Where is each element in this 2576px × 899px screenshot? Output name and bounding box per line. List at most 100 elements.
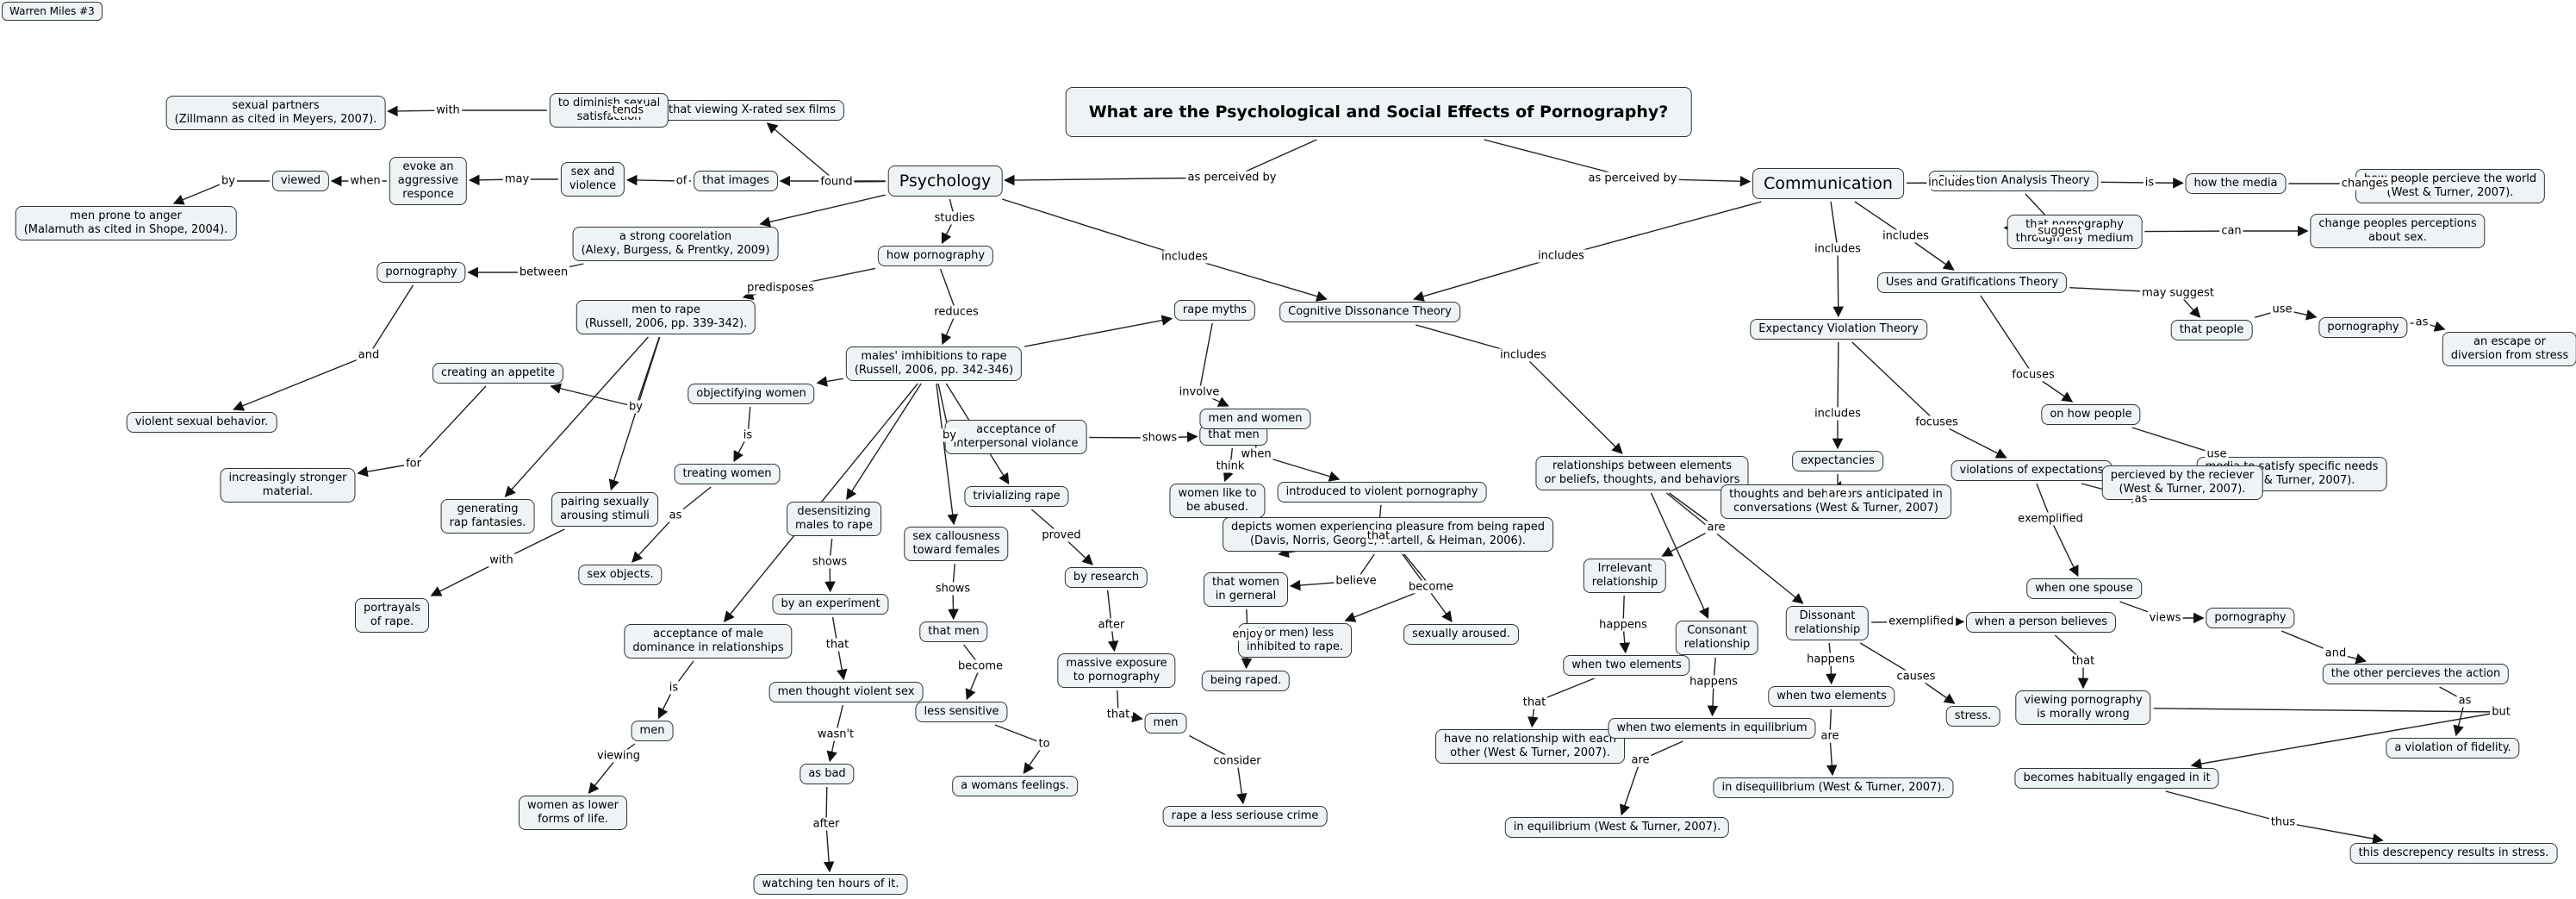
link-label-predisposes: predisposes	[745, 281, 816, 295]
link-label-by-a: by	[220, 174, 237, 188]
node-lower-forms: women as lower forms of life.	[518, 796, 628, 830]
link-label-is-c: is	[2143, 176, 2156, 190]
node-creating-appetite: creating an appetite	[432, 363, 564, 384]
link-label-shows-b: shows	[933, 582, 973, 596]
node-other-perceives: the other percieves the action	[2322, 664, 2510, 684]
node-callousness: sex callousness toward females	[904, 527, 1009, 561]
node-pornography-spouse: pornography	[2206, 608, 2295, 628]
node-men-women: men and women	[1199, 409, 1311, 429]
link-any-medium-to-change-perceptions-start	[2144, 230, 2232, 233]
node-one-spouse: when one spouse	[2026, 578, 2142, 599]
node-increasingly: increasingly stronger material.	[220, 468, 356, 503]
link-label-when-b: when	[1239, 447, 1273, 461]
link-label-believe: believe	[1334, 574, 1378, 588]
node-sex-violence: sex and violence	[560, 162, 625, 197]
link-label-is-a: is	[741, 428, 755, 442]
link-label-focuses-b: focuses	[1913, 415, 1960, 429]
node-descrepency: this descrepency results in stress.	[2349, 843, 2558, 864]
node-that-images: that images	[694, 171, 778, 191]
node-title: What are the Psychological and Social Ef…	[1065, 87, 1692, 137]
link-label-involve: involve	[1177, 385, 1222, 399]
link-label-focuses-a: focuses	[2010, 368, 2056, 382]
node-equilibrium-when: when two elements in equilibrium	[1608, 718, 1816, 739]
node-womans-feelings: a womans feelings.	[952, 776, 1078, 796]
link-habitually-to-descrepency-start	[2165, 790, 2284, 823]
node-uses-grat: Uses and Gratifications Theory	[1876, 272, 2068, 293]
node-men-anger: men prone to anger (Malamuth as cited in…	[15, 206, 237, 240]
link-label-found: found	[818, 175, 855, 189]
node-sex-objects: sex objects.	[578, 565, 663, 585]
link-communication-to-expectancy-end	[1832, 248, 1845, 318]
link-psychology-to-correlation	[759, 194, 886, 228]
link-label-tends: tends	[610, 103, 646, 117]
link-habitually-to-descrepency-end	[2282, 821, 2384, 845]
node-psychology: Psychology	[887, 165, 1003, 197]
link-label-and-a: and	[356, 348, 382, 362]
link-label-may-a: may	[502, 172, 532, 186]
link-how-porn-to-males-inhib-start	[939, 268, 957, 313]
node-rape-myths: rape myths	[1173, 300, 1256, 321]
link-rape-myths-to-men-women-start	[1198, 322, 1213, 393]
link-label-for-a: for	[404, 457, 423, 471]
node-rape-less: rape a less seriouse crime	[1162, 806, 1328, 827]
link-communication-to-expectancy-start	[1830, 201, 1839, 250]
node-that-people: that people	[2170, 320, 2253, 340]
node-by-research: by research	[1064, 567, 1148, 588]
node-two-elements-irr: when two elements	[1563, 655, 1690, 676]
link-label-views: views	[2147, 611, 2183, 625]
link-label-includes-d: includes	[1926, 176, 1976, 190]
link-label-thus: thus	[2268, 815, 2298, 829]
node-received: percieved by the reciever (West & Turner…	[2101, 465, 2263, 500]
node-thought-violent: men thought violent sex	[768, 682, 924, 702]
node-change-perceptions: change peoples perceptions about sex.	[2310, 214, 2486, 248]
link-psychology-to-x-rated-end	[766, 122, 837, 183]
link-label-proved: proved	[1040, 528, 1083, 542]
link-label-shows-a: shows	[810, 555, 849, 569]
link-uses-grat-to-on-how-people-start	[1980, 295, 2034, 376]
link-label-enjoy: enjoy	[1230, 627, 1265, 641]
link-relationships-to-consonant	[1650, 492, 1709, 620]
link-label-that-c: that	[1365, 529, 1392, 543]
author-badge: Warren Miles #3	[2, 2, 103, 21]
link-label-are-d: are	[1826, 487, 1849, 501]
link-label-become-a: become	[955, 659, 1005, 673]
node-acceptance-dom: acceptance of male dominance in relation…	[624, 624, 793, 659]
link-label-by-c: by	[627, 400, 644, 414]
node-no-relationship: have no relationship with each other (We…	[1435, 729, 1625, 764]
link-psychology-to-cognitive-start	[1002, 198, 1185, 258]
link-label-with-a: with	[434, 103, 462, 117]
link-label-includes-g: includes	[1813, 407, 1863, 421]
link-label-reduces: reduces	[932, 305, 980, 319]
link-label-as-d: as	[2456, 694, 2473, 708]
link-label-causes: causes	[1895, 670, 1938, 684]
link-expectancy-to-violations-start	[1851, 341, 1938, 423]
node-introduced: introduced to violent pornography	[1277, 482, 1487, 503]
link-label-includes-f: includes	[1813, 242, 1863, 256]
node-expectancies: expectancies	[1792, 451, 1883, 471]
node-objectifying: objectifying women	[688, 384, 815, 404]
link-equilibrium-when-to-in-equilibrium-end	[1619, 759, 1641, 816]
node-experiment: by an experiment	[772, 594, 889, 615]
link-pornography-between-to-violent-behavior-start	[368, 284, 414, 356]
link-label-after-b: after	[1096, 618, 1127, 632]
node-generating: generating rap fantasies.	[440, 499, 535, 534]
node-partners: sexual partners (Zillmann as cited in Me…	[165, 96, 386, 130]
link-label-exemplified-a: exemplified	[1887, 615, 1956, 628]
node-treating: treating women	[674, 464, 781, 484]
node-pornography-between: pornography	[376, 262, 466, 283]
node-two-elements-dis: when two elements	[1768, 686, 1895, 707]
node-ten-hours: watching ten hours of it.	[753, 874, 908, 895]
link-label-are-c: are	[1819, 729, 1841, 743]
node-violent-behavior: violent sexual behavior.	[126, 412, 277, 433]
link-on-how-people-to-media-satisfy-start	[2131, 427, 2218, 455]
link-cognitive-to-relationships-end	[1522, 354, 1623, 454]
link-label-by-b: by	[941, 428, 958, 442]
link-morally-to-habitually-end	[2190, 711, 2502, 770]
link-label-that-a: that	[824, 638, 851, 652]
link-label-are-a: are	[1705, 521, 1727, 534]
node-trivializing: trivializing rape	[964, 486, 1069, 507]
node-habitually: becomes habitually engaged in it	[2014, 768, 2219, 789]
link-males-inhib-to-desensitizing	[846, 383, 922, 501]
node-depicts: depicts women experiencing pleasure from…	[1223, 517, 1553, 552]
link-label-that-d: that	[1521, 696, 1548, 709]
